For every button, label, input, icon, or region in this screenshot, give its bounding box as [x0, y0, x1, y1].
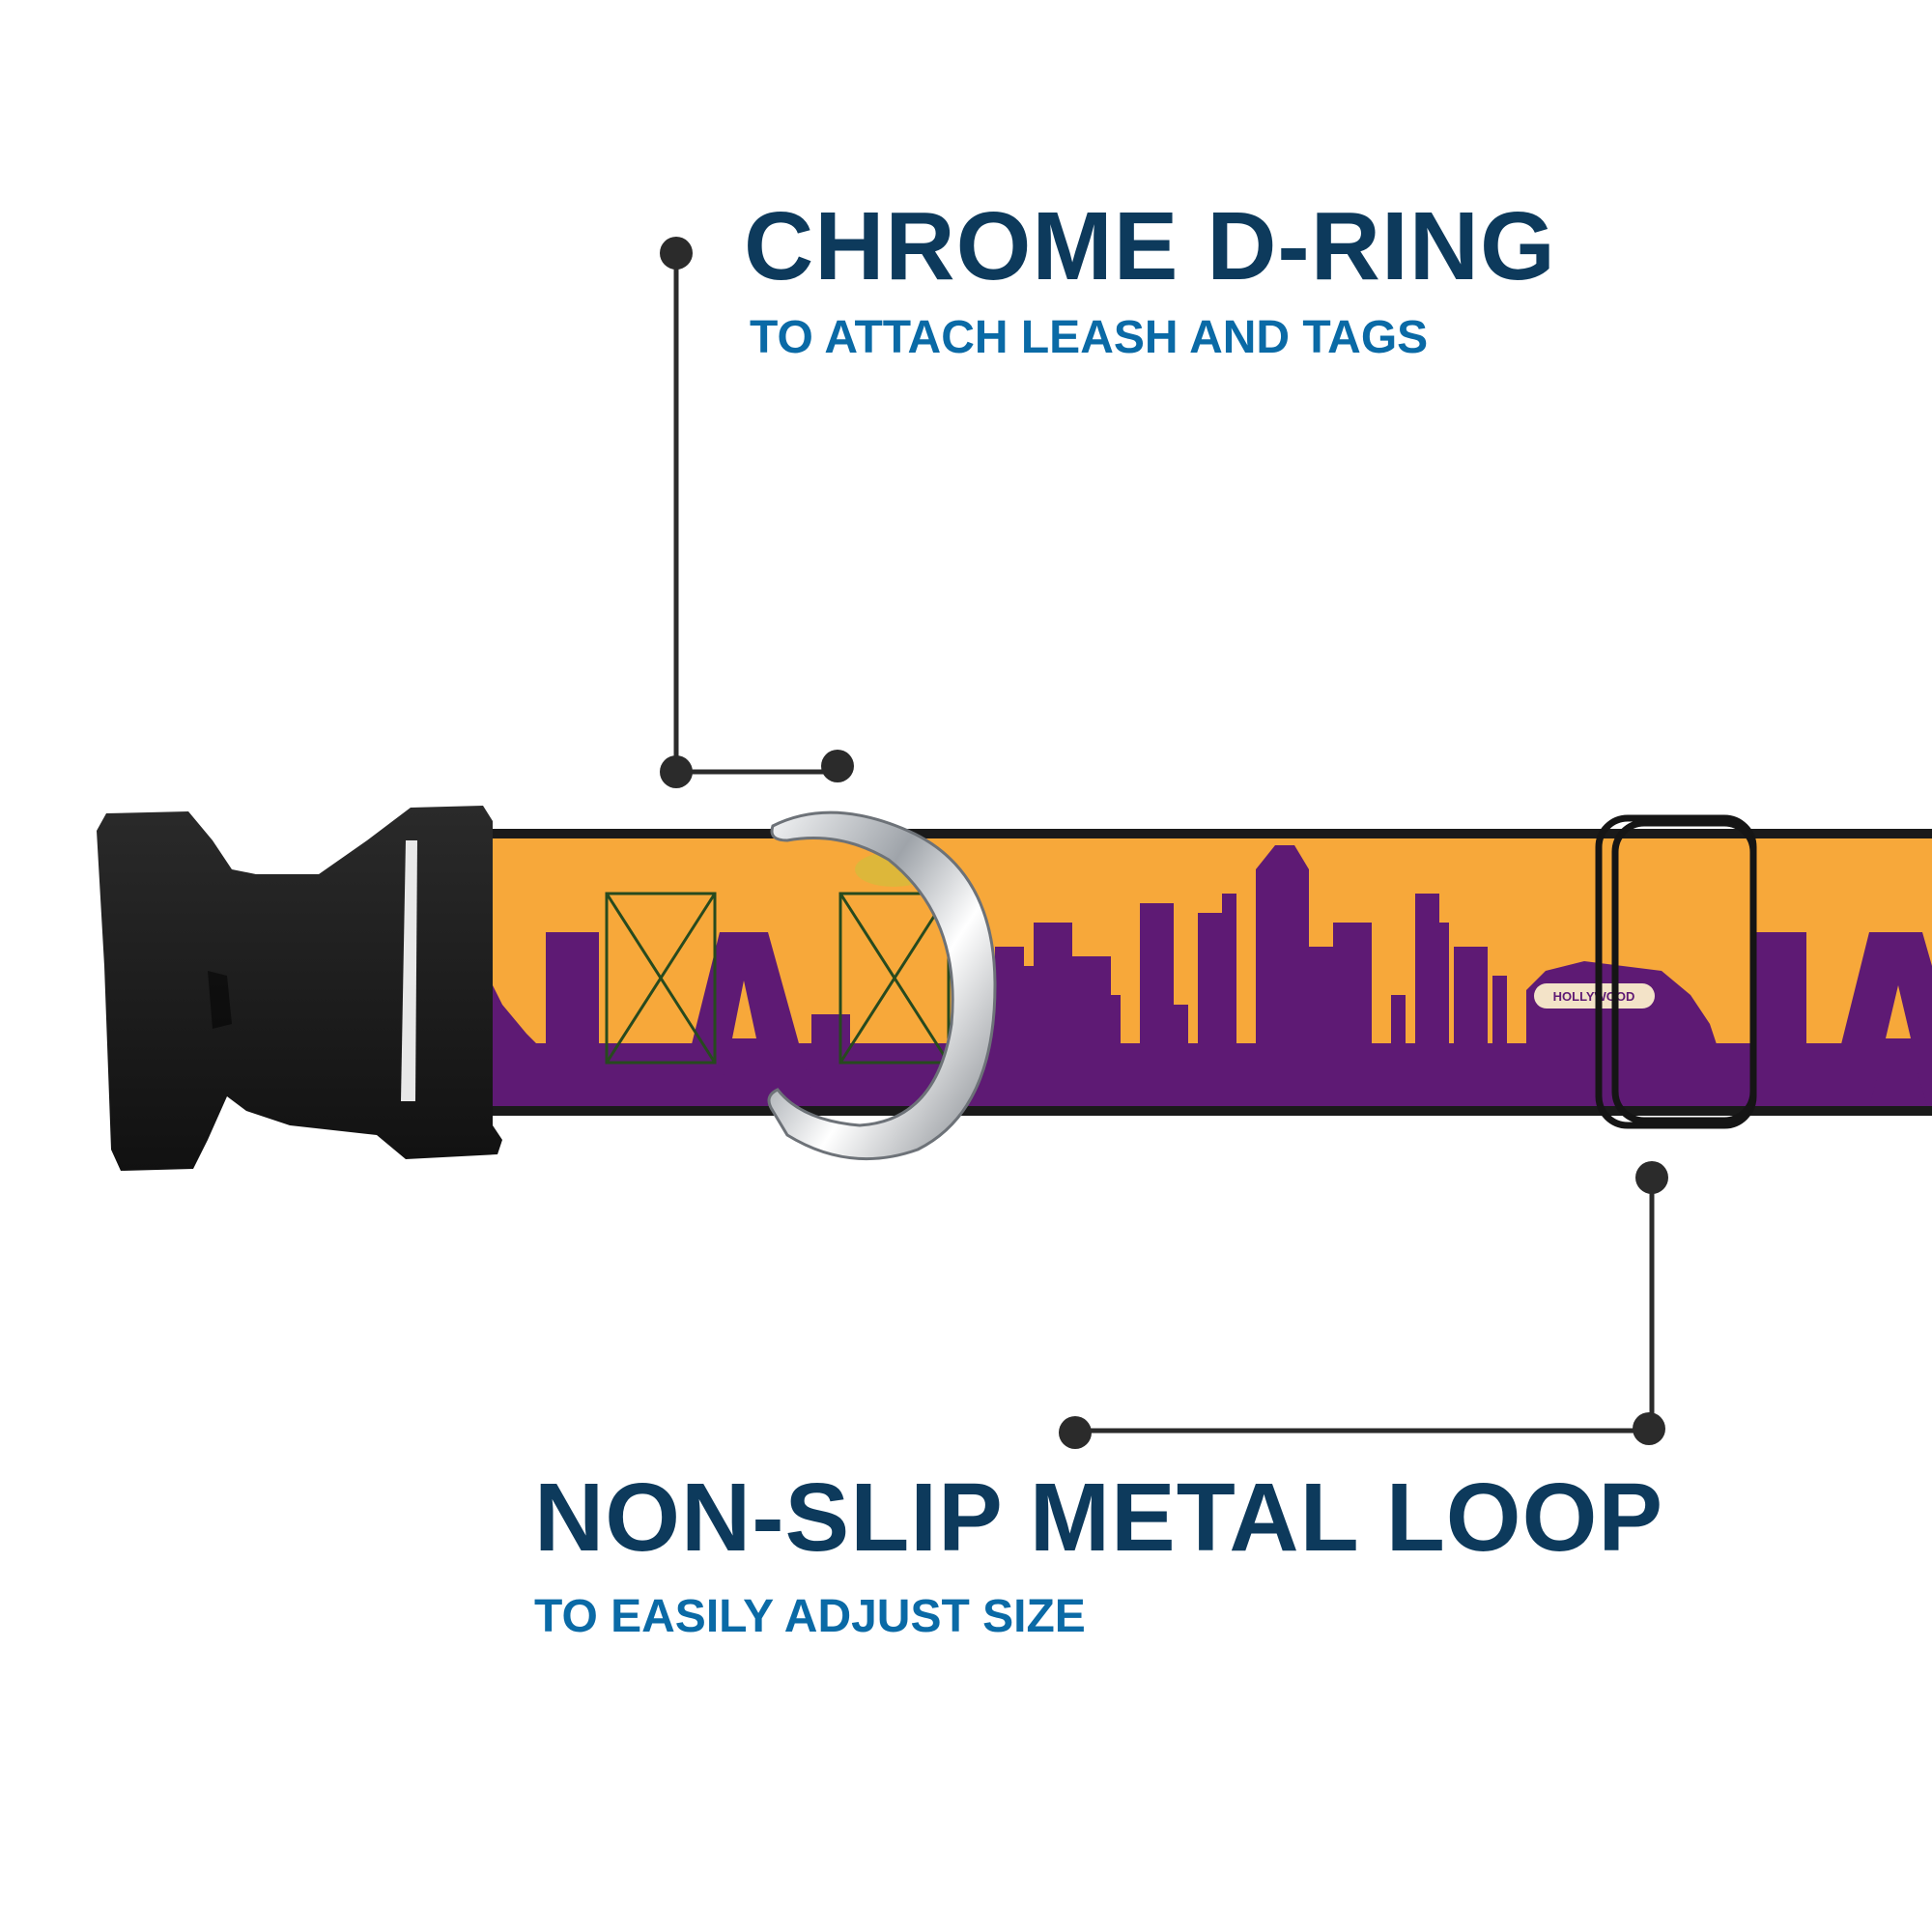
dring-callout-title: CHROME D-RING: [744, 192, 1556, 300]
la-skyline-silhouette: [411, 845, 1932, 1106]
buckle-highlight: [401, 840, 417, 1101]
hollywood-sign-text-right: HOLLYWOOD: [1553, 989, 1635, 1004]
la-letter-a-right-hole: [1886, 985, 1911, 1038]
leader-dot: [821, 750, 854, 782]
buckle-male-end: [97, 806, 502, 1171]
loop-callout-title: NON-SLIP METAL LOOP: [534, 1463, 1664, 1572]
collar-webbing: HOLLYWOOD HOLLYWOOD: [406, 829, 1932, 1116]
dring-callout-subtitle: TO ATTACH LEASH AND TAGS: [750, 312, 1429, 363]
metal-loop-inner: [1611, 819, 1757, 1124]
d-ring-body: [767, 810, 997, 1161]
buckle: [97, 806, 502, 1171]
la-letter-a-left-hole: [732, 980, 756, 1038]
hollywood-sign-badge-right: [1534, 983, 1655, 1009]
loop-callout-subtitle: TO EASILY ADJUST SIZE: [534, 1591, 1086, 1642]
non-slip-metal-loop: [1595, 814, 1757, 1129]
loop-callout-leader: [1059, 1161, 1668, 1449]
leader-dot: [1059, 1416, 1092, 1449]
buckle-slot-notch: [208, 971, 232, 1029]
stitch-box-right: [838, 892, 951, 1065]
stitch-box-left: [605, 892, 717, 1065]
la-letter-a-right: [1826, 932, 1932, 1106]
la-letter-l-right: [1758, 932, 1806, 1106]
dring-callout-leader: [660, 237, 854, 788]
chrome-d-ring: [767, 810, 997, 1161]
